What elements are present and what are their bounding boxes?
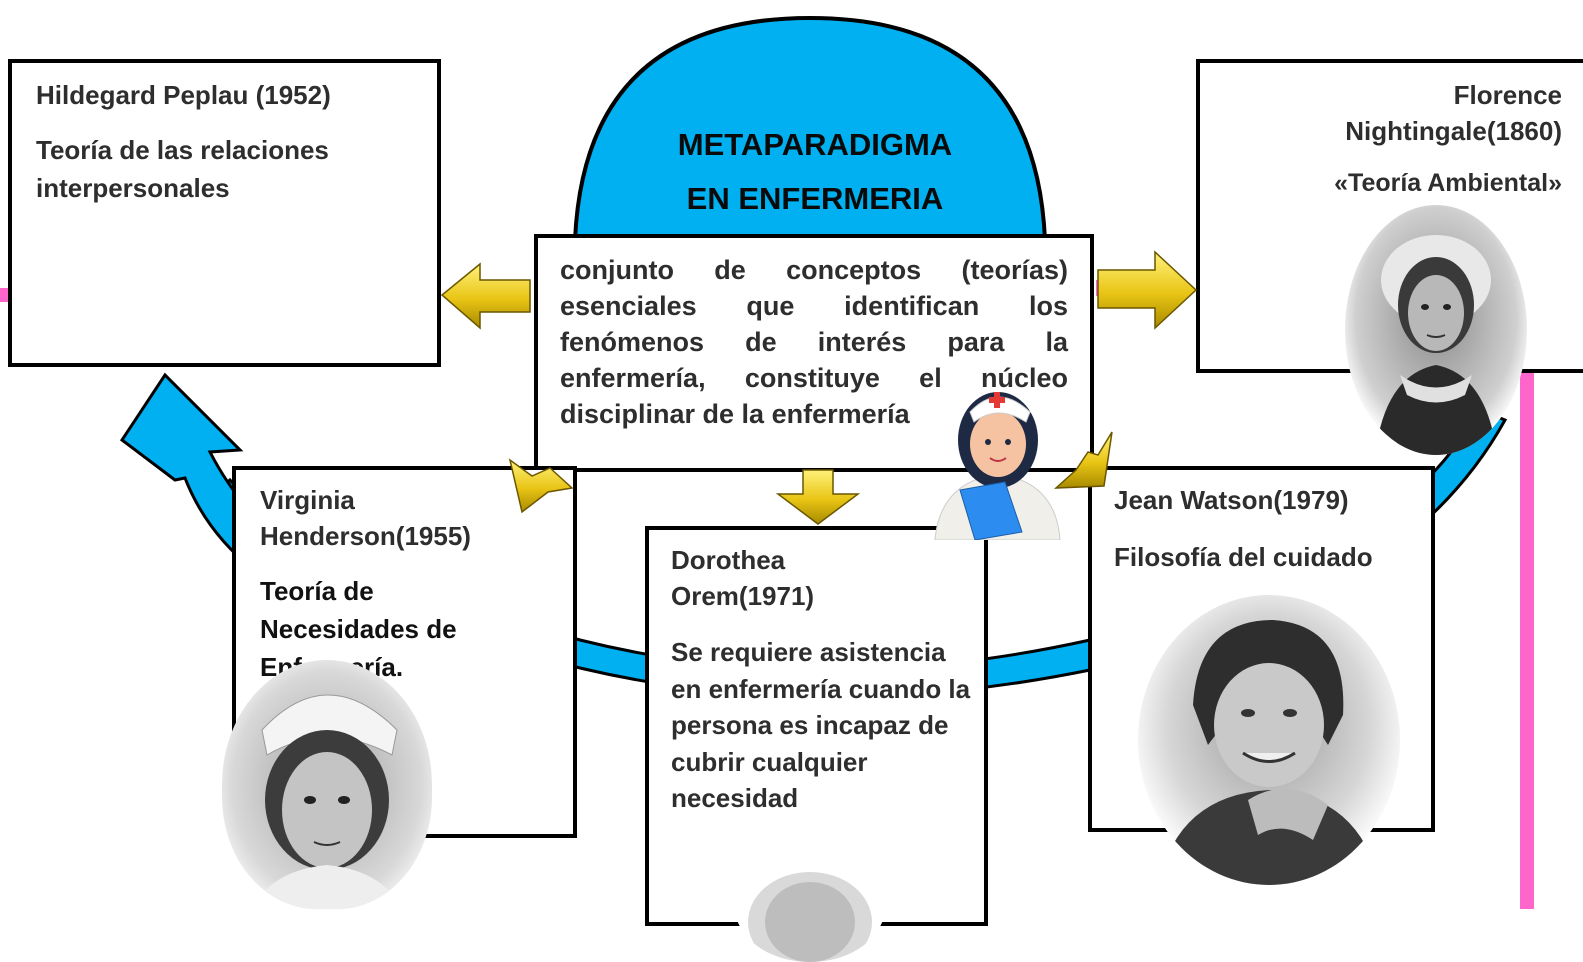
arrow-down-center xyxy=(775,469,861,525)
nightingale-theory: «Teoría Ambiental» xyxy=(1334,169,1562,197)
nurse-illustration xyxy=(930,382,1065,541)
pink-connector-right-vertical xyxy=(1520,372,1534,909)
henderson-name-line-1: Virginia xyxy=(260,485,355,515)
watson-photo xyxy=(1138,595,1400,885)
title-dome xyxy=(572,15,1048,242)
nightingale-name-line-1: Florence xyxy=(1453,80,1562,110)
center-title-line-1: METAPARADIGMA xyxy=(677,127,953,162)
watson-theory: Filosofía del cuidado xyxy=(1114,542,1373,572)
watson-name: Jean Watson(1979) xyxy=(1114,485,1349,515)
arrows-layer xyxy=(440,250,1198,525)
peplau-name: Hildegard Peplau (1952) xyxy=(36,80,331,110)
center-description: conjunto de conceptos (teorías) esencial… xyxy=(560,255,1068,429)
peplau-theory: Teoría de las relaciones interpersonales xyxy=(36,135,329,203)
orem-name-line-2: Orem(1971) xyxy=(671,581,815,611)
arrow-down-right xyxy=(1053,431,1113,489)
arrow-down-left xyxy=(508,458,574,514)
orem-box: Dorothea Orem(1971) Se requiere asistenc… xyxy=(645,526,988,926)
orem-theory: Se requiere asistencia en enfermería cua… xyxy=(671,637,971,813)
center-title-line-2: EN ENFERMERIA xyxy=(686,181,944,216)
arrow-left xyxy=(440,262,531,330)
henderson-name-line-2: Henderson(1955) xyxy=(260,521,471,551)
nightingale-name-line-2: Nightingale(1860) xyxy=(1345,116,1562,146)
center-title: METAPARADIGMA EN ENFERMERIA xyxy=(600,118,1030,226)
henderson-photo xyxy=(222,660,432,909)
orem-name-line-1: Dorothea xyxy=(671,545,786,575)
nightingale-photo xyxy=(1345,205,1527,455)
peplau-box: Hildegard Peplau (1952) Teoría de las re… xyxy=(8,59,441,367)
arrow-right xyxy=(1097,250,1198,330)
